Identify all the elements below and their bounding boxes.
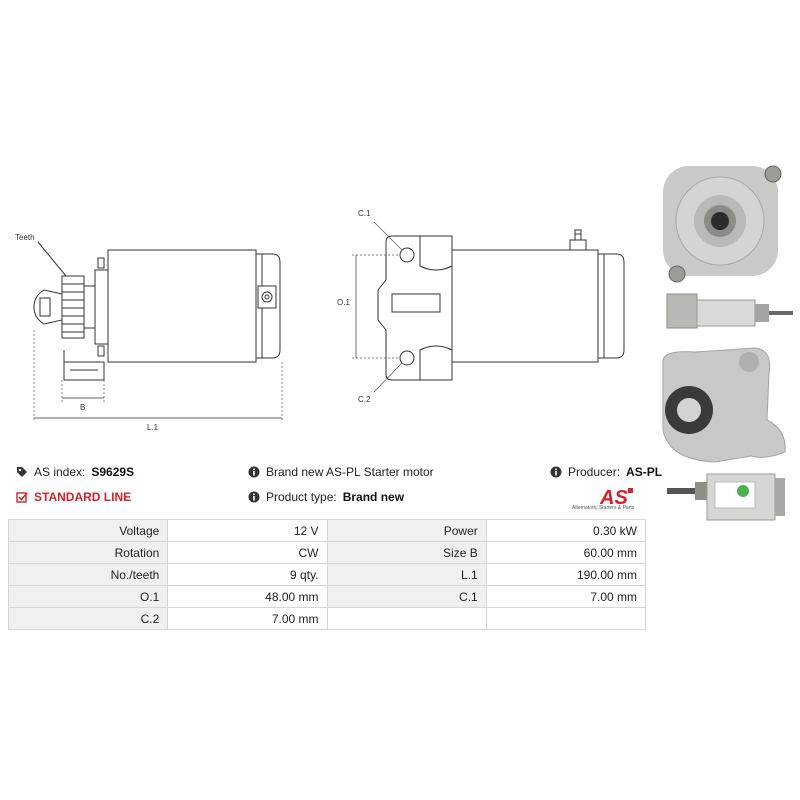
table-row: No./teeth 9 qty. L.1 190.00 mm	[7, 563, 647, 586]
product-photos	[662, 165, 793, 521]
spec-empty-cell	[326, 607, 487, 630]
spec-label: O.1	[7, 585, 169, 608]
side-view-drawing	[33, 241, 281, 381]
spec-value: 7.00 mm	[167, 607, 328, 630]
info-icon	[550, 466, 562, 478]
spec-label: Voltage	[7, 519, 169, 542]
as-pl-logo: AS	[599, 487, 633, 509]
table-row: O.1 48.00 mm C.1 7.00 mm	[7, 585, 647, 608]
product-photo-rear	[662, 347, 786, 463]
spec-value: 7.00 mm	[485, 585, 647, 608]
dimension-c1-label: C.1	[358, 209, 371, 218]
logo-text: AS	[599, 487, 628, 509]
side-view-dimensions	[33, 330, 283, 422]
standard-line-label: STANDARD LINE	[34, 490, 132, 504]
dimension-o1-label: O.1	[337, 298, 350, 307]
spec-empty-cell	[485, 607, 647, 630]
spec-value: 190.00 mm	[485, 563, 647, 586]
product-description: Brand new AS-PL Starter motor	[266, 465, 434, 479]
as-index-value: S9629S	[91, 465, 135, 479]
spec-value: CW	[167, 541, 328, 564]
checkbox-icon	[16, 492, 28, 503]
description-row: Brand new AS-PL Starter motor	[248, 465, 434, 479]
as-index-label: AS index:	[34, 465, 86, 479]
info-icon	[248, 491, 260, 503]
product-type-label: Product type:	[266, 490, 337, 504]
product-photo-front	[663, 165, 782, 283]
tag-icon	[17, 467, 27, 477]
as-index-row: AS index: S9629S	[16, 465, 134, 479]
dimension-c2-label: C.2	[358, 395, 371, 404]
spec-value: 9 qty.	[167, 563, 328, 586]
spec-label: Rotation	[7, 541, 169, 564]
spec-value: 48.00 mm	[167, 585, 328, 608]
technical-drawing: Teeth B L.1 C.1 O.1 C.2	[15, 209, 625, 432]
specifications-table: Voltage 12 V Power 0.30 kW Rotation CW S…	[7, 519, 647, 630]
spec-label: C.1	[326, 585, 487, 608]
teeth-label: Teeth	[15, 233, 35, 242]
product-type-value: Brand new	[342, 490, 405, 504]
dimension-l1-label: L.1	[147, 423, 159, 432]
product-photo-body	[667, 473, 785, 521]
spec-label: L.1	[326, 563, 487, 586]
product-photo-side	[666, 293, 793, 329]
spec-label: C.2	[7, 607, 169, 630]
spec-label: No./teeth	[7, 563, 169, 586]
producer-label: Producer:	[568, 465, 621, 479]
spec-value: 0.30 kW	[485, 519, 647, 542]
table-row: Rotation CW Size B 60.00 mm	[7, 541, 647, 564]
table-row: C.2 7.00 mm	[7, 607, 647, 630]
dimension-b-label: B	[80, 403, 85, 412]
standard-line-row: STANDARD LINE	[16, 490, 131, 504]
table-row: Voltage 12 V Power 0.30 kW	[7, 519, 647, 542]
front-view-dimensions	[352, 221, 403, 393]
producer-row: Producer: AS-PL	[550, 465, 662, 479]
spec-label: Power	[326, 519, 487, 542]
front-view-drawing	[377, 229, 625, 381]
product-type-row: Product type: Brand new	[248, 490, 404, 504]
spec-value: 12 V	[167, 519, 328, 542]
logo-tagline: Alternators, Starters & Parts	[572, 505, 635, 511]
spec-value: 60.00 mm	[485, 541, 647, 564]
info-icon	[248, 466, 260, 478]
spec-label: Size B	[326, 541, 487, 564]
producer-value: AS-PL	[626, 465, 663, 479]
